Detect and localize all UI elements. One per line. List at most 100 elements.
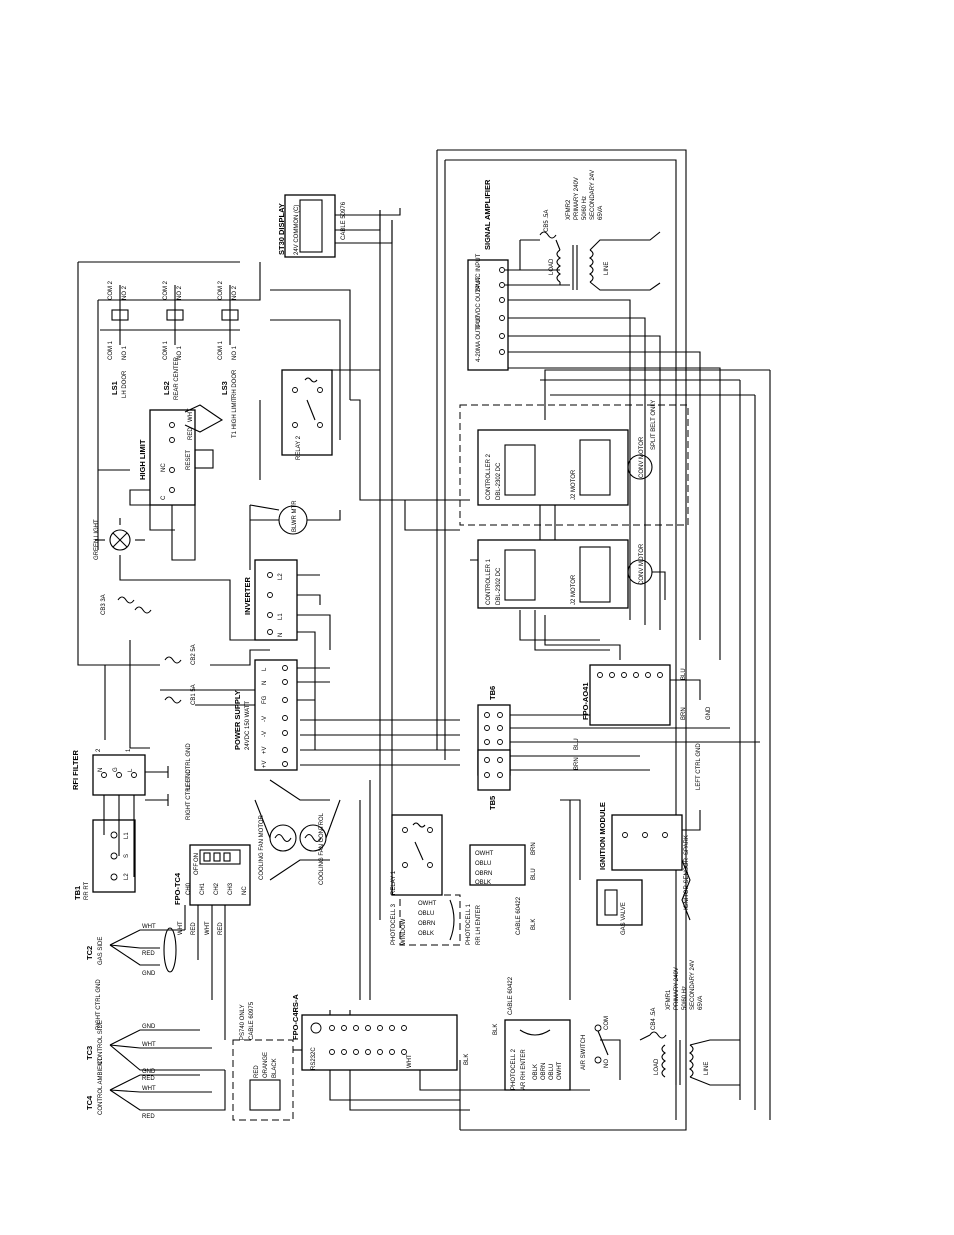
left-ctrl-gnd-label-2: LEFT CTRL GND [696, 743, 702, 790]
relay-2-label: RELAY 2 [296, 435, 302, 460]
xfmr1-secondary: SECONDARY 24V [690, 960, 696, 1010]
controller-1: CONTROLLER 1 DBL-2302 DC J2 MOTOR CONV M… [477, 539, 666, 609]
ps-term-v4: +V [262, 760, 268, 768]
fpo-c4rs-title: FPO-C4RS-A [291, 994, 300, 1040]
gas-valve: GAS VALVE [596, 879, 643, 935]
tc3-wire-red: RED [142, 1076, 155, 1082]
photocell-1-sub: RR LH ENTER [476, 904, 482, 945]
pc1-wire-1: OWHT [475, 851, 494, 857]
pc3-wire-2: OBLU [418, 911, 434, 917]
cb2-label: CB2 5A [191, 644, 197, 665]
st30-cable: CABLE 50976 [341, 201, 347, 240]
cooling-fan-control-label: COOLING FAN CONTROL [319, 812, 325, 885]
ls2-sub: REAR CENTER [174, 356, 180, 400]
signal-amplifier: SIGNAL AMPLIFIER 24VAC INPUT 0-10VDC OUT… [467, 179, 509, 371]
xfmr1: XFMR1 PRIMARY 240V 50/60 Hz SECONDARY 24… [639, 960, 740, 1086]
ls3-com2: COM 2 [218, 280, 224, 300]
tb1: TB1 RR RT L2 S L1 [73, 819, 136, 900]
ls1-no2: NO 2 [122, 285, 128, 300]
tag-blk-1: BLK [493, 1024, 499, 1035]
tc2-title: TC2 [85, 946, 94, 960]
fpo-tc4-title: FPO-TC4 [173, 872, 182, 905]
green-light: GREEN LIGHT [94, 518, 270, 641]
green-light-label: GREEN LIGHT [94, 519, 100, 560]
rfi-term-g: G [113, 767, 119, 772]
ls1-com1: COM 1 [108, 340, 114, 360]
ls2-com2: COM 2 [163, 280, 169, 300]
inverter-term-l1: L1 [278, 613, 284, 620]
ls1-com2: COM 2 [108, 280, 114, 300]
limit-switches: COM 2 NO 2 COM 1 NO 1 COM 2 NO 2 COM 1 N… [100, 280, 240, 400]
rfi-term-l: L [128, 768, 134, 772]
xfmr2: XFMR2 PRIMARY 240V 50/60 Hz SECONDARY 24… [505, 170, 661, 291]
ps-term-v1: -V [262, 716, 268, 722]
cb3-label: CB3 3A [101, 594, 107, 615]
ls2-no1: NO 1 [177, 345, 183, 360]
fpo-tc4-pin-4: CH1 [200, 882, 206, 895]
fpo-tc4-pin-6: CH2 [214, 882, 220, 895]
fpo-tc4-on: ON [194, 853, 200, 862]
pc1-wire-4: OBLK [475, 880, 491, 886]
pc2-wire-2: OBRN [541, 1063, 547, 1080]
ps-term-v3: +V [262, 746, 268, 754]
tc2-wire-red: RED [142, 951, 155, 957]
relay-2: RELAY 2 [281, 369, 333, 460]
xfmr2-hz: 50/60 Hz [582, 196, 588, 220]
ps-term-n: N [262, 681, 268, 685]
st30-sub: 24V COMMON (C) [294, 205, 300, 255]
pc2-wire-3: OBLU [549, 1064, 555, 1080]
high-limit-reset: RESET [186, 450, 192, 470]
tc4-sub: CONTROL AMBIENT [98, 1058, 104, 1115]
tc2-wire-gnd: GND [142, 971, 156, 977]
ps740: PS740 ONLY CABLE 60975 RED ORANGE BLACK [232, 1001, 302, 1121]
tb1-term-l1: L1 [124, 832, 130, 839]
relay-1-label: RELAY 1 [391, 870, 397, 895]
pc1-blk: BLK [531, 919, 537, 930]
fpo-ao41-gnd: GND [706, 706, 712, 720]
inverter-title: INVERTER [243, 576, 252, 615]
ps-term-l: L [262, 667, 268, 671]
fpo-tc4-off: OFF [194, 863, 200, 875]
high-limit: HIGH LIMIT RESET C NC T1 HIGH LIMIT WHT … [98, 397, 238, 561]
fpo-c4rs-rs: RS232C [311, 1047, 317, 1070]
rfi-filter-title: RFI FILTER [71, 750, 80, 790]
xfmr1-load: LOAD [654, 1058, 660, 1075]
air-switch-com: COM [604, 1016, 610, 1030]
ps740-wire-orange: ORANGE [263, 1052, 269, 1078]
xfmr2-secondary: SECONDARY 24V [590, 170, 596, 220]
tag-blk-2: BLK [464, 1054, 470, 1065]
tc2: TC2 GAS SIDE WHT RED GND [85, 924, 185, 977]
cooling-fan-motor-label: COOLING FAN MOTOR [259, 814, 265, 880]
right-ctrl-gnd-label: RIGHT CTRL GND [186, 769, 192, 820]
xfmr1-title: XFMR1 [666, 989, 672, 1010]
t1-title: T1 HIGH LIMIT [232, 397, 238, 438]
fpo-tc4-pin-9: NC [242, 886, 248, 895]
relay-1: RELAY 1 [391, 814, 443, 896]
xfmr2-primary: PRIMARY 240V [574, 177, 580, 220]
fpo-tc4-pin-8: CH3 [228, 882, 234, 895]
controller-1-conv: CONV MOTOR [639, 543, 645, 585]
ls3-com1: COM 1 [218, 340, 224, 360]
fpo-tc4-pin-3: RED [191, 922, 197, 935]
controller-2-sub: DBL-2302 DC [496, 462, 502, 500]
photocell-2-sub: AR RH ENTER [521, 1049, 527, 1090]
ignition-module: IGNITION MODULE SPARK IGNITOR SENSOR LEF… [598, 743, 702, 921]
tc3-wire-gnd: GND [142, 1024, 156, 1030]
rfi-filter: RFI FILTER N G L 2 1 LEFT CTRL GND RIGHT… [71, 743, 192, 877]
fpo-tc4: FPO-TC4 ON OFF WHT CH0 RED CH1 WHT CH2 R… [173, 844, 251, 1040]
fpo-tc4-pin-7: RED [218, 922, 224, 935]
tag-wht-1: WHT [407, 1054, 413, 1068]
wire-runs [77, 149, 771, 1131]
pc2-wire-1: OBLK [533, 1064, 539, 1080]
tb1-sub: RR RT [84, 881, 90, 900]
xfmr1-cb: CB4 .5A [651, 1008, 657, 1030]
pc3-wire-3: OBRN [418, 921, 435, 927]
split-belt-label: SPLIT BELT ONLY [651, 400, 657, 450]
ps740-cable: CABLE 60975 [249, 1001, 255, 1040]
tc4: TC4 CONTROL AMBIENT GND WHT RED [85, 1058, 226, 1120]
photocell-2: PHOTOCELL 2 AR RH ENTER CABLE 60422 OBLK… [504, 976, 571, 1091]
tc4-wire-red: RED [142, 1114, 155, 1120]
pc1-wire-3: OBRN [475, 871, 492, 877]
signal-amp-output: 0-10VDC OUTPUT [476, 277, 482, 328]
